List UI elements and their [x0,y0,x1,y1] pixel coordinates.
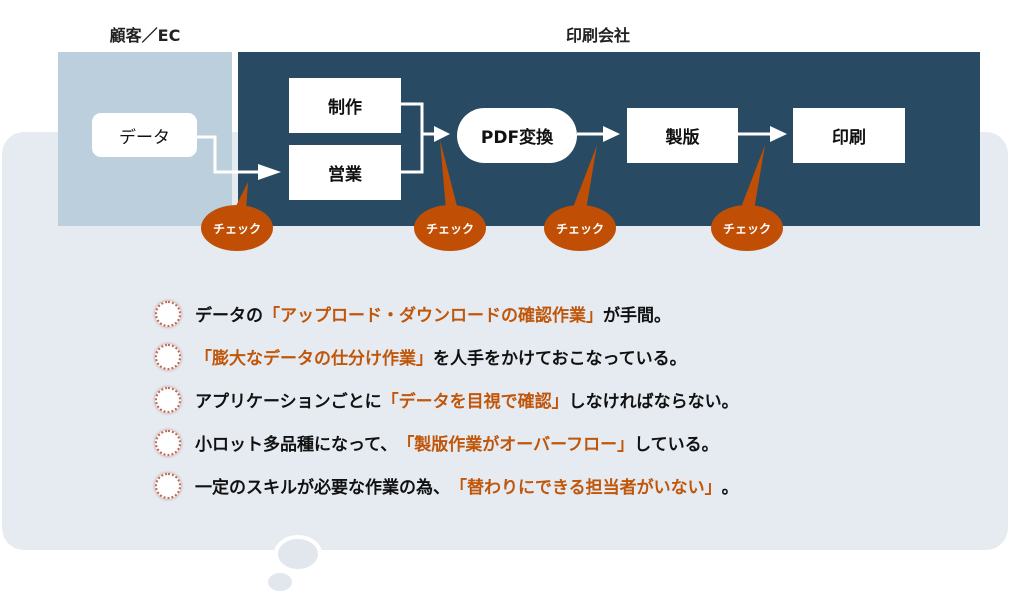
bullet-icon [155,300,181,327]
issue-text: 。 [721,478,739,498]
check-badge: チェック [711,205,783,251]
arrow-data-to-eigyo [197,135,262,174]
check-pointer [440,140,458,210]
issue-item: 一定のスキルが必要な作業の為、「替わりにできる担当者がいない」。 [155,464,739,507]
bracket-merge [401,102,424,174]
issue-text: を人手をかけておこなっている。 [433,349,687,369]
highlight-text: 「替わりにできる担当者がいない」 [450,478,722,498]
node-seihan: 製版 [627,108,738,163]
bullet-icon [155,386,181,413]
issue-text: アプリケーションごとに [195,392,382,412]
bullet-icon [155,343,181,370]
issue-text: している。 [634,435,719,455]
arrowhead-icon [603,126,620,142]
issue-list: データの「アップロード・ダウンロードの確認作業」が手間。「膨大なデータの仕分け作… [155,292,739,507]
issue-text: が手間。 [603,306,671,326]
issue-text: 一定のスキルが必要な作業の為、 [195,478,450,498]
arrowhead-icon [434,126,450,142]
check-pointer [740,145,765,210]
highlight-text: 「膨大なデータの仕分け作業」 [195,349,433,369]
node-seisaku: 制作 [289,78,401,133]
check-pointer [572,145,597,210]
issue-item: データの「アップロード・ダウンロードの確認作業」が手間。 [155,292,739,335]
issue-text: しなければならない。 [568,392,739,412]
node-pdf-conversion: PDF変換 [457,108,577,163]
check-pointer [234,182,248,210]
highlight-text: 「データを目視で確認」 [381,392,569,412]
arrowhead-icon [258,164,281,180]
highlight-text: 「製版作業がオーバーフロー」 [397,435,635,455]
issue-item: 小ロット多品種になって、「製版作業がオーバーフロー」している。 [155,421,739,464]
issue-text: データの [195,306,263,326]
highlight-text: 「アップロード・ダウンロードの確認作業」 [263,306,603,326]
issue-text: 小ロット多品種になって、 [195,435,398,455]
check-badge: チェック [414,205,486,251]
bullet-icon [155,472,181,499]
issue-item: アプリケーションごとに「データを目視で確認」しなければならない。 [155,378,739,421]
check-badge: チェック [201,205,273,251]
printer-header: 印刷会社 [565,26,630,45]
node-insatsu: 印刷 [793,108,905,163]
bullet-icon [155,429,181,456]
node-data: データ [92,113,197,157]
check-badge: チェック [544,205,616,251]
arrowhead-icon [770,126,787,142]
issue-item: 「膨大なデータの仕分け作業」を人手をかけておこなっている。 [155,335,739,378]
node-eigyo: 営業 [289,145,401,200]
customer-header: 顧客／EC [109,26,181,45]
